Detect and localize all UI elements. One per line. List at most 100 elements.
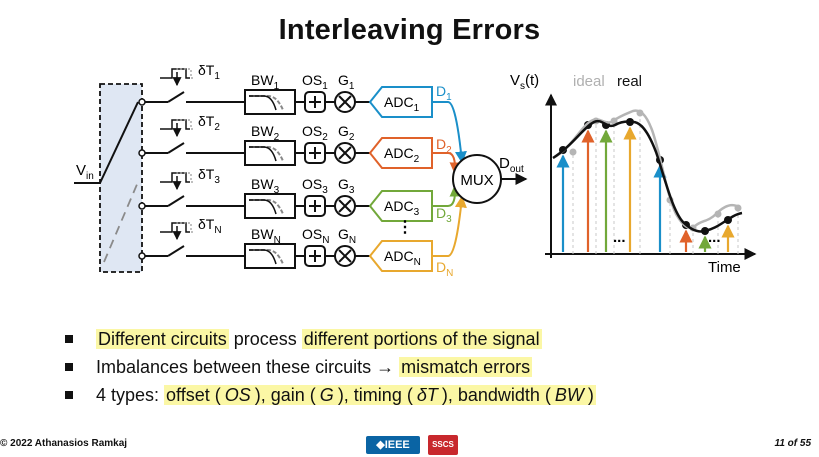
os-label: OS1 [302,72,328,92]
bw-label: BW1 [251,72,280,92]
switch-blade [167,91,185,103]
skew-label: δTN [198,216,222,236]
gain-label: G1 [338,72,355,92]
bw-label: BWN [251,226,281,246]
adc-label: ADC1 [384,94,420,114]
bullet-item: Different circuits process different por… [62,325,596,353]
adc-label: ADC3 [384,198,420,218]
os-label: OS3 [302,176,328,196]
switch-blade [167,245,185,257]
clock-pulse [160,172,190,183]
clock-pulse [160,68,190,79]
bw-label: BW3 [251,176,280,196]
gain-label: G2 [338,123,355,143]
clock-pulse-skewed [173,172,195,183]
os-label: OS2 [302,123,328,143]
bullet-text: Imbalances between these circuits → [96,357,400,377]
highlighted-text: ) [585,385,596,405]
highlighted-text: mismatch errors [399,357,533,377]
bullet-item: Imbalances between these circuits → mism… [62,353,596,381]
highlighted-text: G [317,385,336,405]
slide-title: Interleaving Errors [278,14,541,46]
adc-label: ADCN [384,248,421,268]
ieee-logo: ◆IEEE [366,436,420,454]
times-icon [338,199,352,213]
adc-output-wire [432,101,467,164]
bw-label: BW2 [251,123,280,143]
digital-output-label: D3 [436,205,452,225]
bullet-list: Different circuits process different por… [62,325,596,409]
clock-pulse-skewed [173,68,195,79]
adc-output-wire [432,184,462,207]
gain-label: G3 [338,176,355,196]
adc-output-wire [432,152,462,175]
highlighted-text: Different circuits [96,329,229,349]
clock-pulse-skewed [173,222,195,233]
waveform-ylabel: Vs(t) [510,72,539,92]
switch-blade [167,195,185,207]
ideal-signal-curve [552,109,741,230]
bullet-square-icon [65,391,73,399]
legend-ideal: ideal [573,73,605,90]
times-icon [338,95,352,109]
os-label: OSN [302,226,329,246]
adc-label: ADC2 [384,145,420,165]
highlighted-text: ), bandwidth ( [439,385,553,405]
vin-label: Vin [76,162,94,182]
mux-label: MUX [460,172,493,189]
sampling-switch-arm [99,101,139,184]
clock-pulse [160,119,190,130]
bullet-text: 4 types: [96,385,165,405]
clock-pulse [160,222,190,233]
page-number: 11 of 55 [774,438,812,449]
dout-label: Dout [499,155,524,175]
bw-block [244,193,296,219]
bw-response-curve-ideal [249,146,277,162]
bw-response-curve-ideal [249,249,277,265]
digital-output-label: DN [436,259,453,279]
sample-dots-low: ... [613,229,626,246]
channel-4: δTN BWN OSN GN ADCN DN [138,195,467,279]
tap-node [138,202,146,210]
skew-label: δT2 [198,113,220,133]
tap-node [138,252,146,260]
bullet-square-icon [65,363,73,371]
waveform-plot: Vs(t) ideal real Time ... ... [510,72,757,276]
highlighted-text: BW [552,385,586,405]
times-icon [338,249,352,263]
bw-response-curve [249,199,284,215]
skew-label: δT3 [198,166,220,186]
skew-label: δT1 [198,62,220,82]
highlighted-text: δT [414,385,440,405]
adc-output-wire [432,195,467,257]
digital-output-label: D2 [436,136,452,156]
switch-blade [167,142,185,154]
bullet-square-icon [65,335,73,343]
highlighted-text: OS [222,385,253,405]
digital-output-label: D1 [436,83,452,103]
bw-response-curve [249,146,284,162]
tap-node [138,149,146,157]
waveform-xlabel: Time [708,259,741,276]
bullet-text: process [228,329,302,349]
footer-copyright: © 2022 Athanasios Ramkaj [0,438,128,449]
highlighted-text: ), timing ( [335,385,415,405]
times-icon [338,146,352,160]
sampling-switch-box [99,83,143,273]
gain-label: GN [338,226,356,246]
bw-response-curve-ideal [249,199,277,215]
real-signal-curve [552,119,743,233]
bw-response-curve-ideal [249,95,277,111]
tap-node [138,98,146,106]
bw-response-curve [249,249,284,265]
clock-pulse-skewed [173,119,195,130]
bw-response-curve [249,95,284,111]
highlighted-text: offset ( [164,385,223,405]
highlighted-text: ), gain ( [252,385,318,405]
bw-block [244,140,296,166]
bw-block [244,243,296,269]
